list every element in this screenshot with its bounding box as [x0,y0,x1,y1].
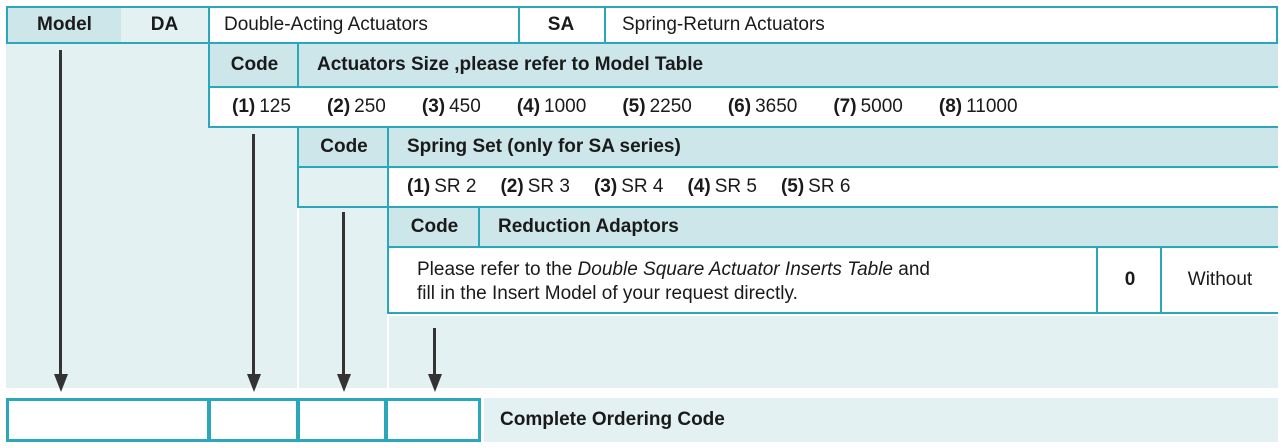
spring-option-value: SR 6 [808,176,851,197]
size-option-5: (5)2250 [622,96,692,118]
size-option-code: (4) [516,96,541,117]
size-option-code: (1) [232,96,256,117]
model-label: Model [6,6,123,44]
size-options-list: (1)125(2)250(3)450(4)1000(5)2250(6)3650(… [232,96,1054,118]
spring-empty-cell [297,168,389,208]
complete-ordering-code-label: Complete Ordering Code [484,398,1278,442]
size-option-value: 11000 [966,96,1018,117]
size-option-value: 2250 [649,96,692,117]
size-code-label: Code [208,44,299,88]
size-option-8: (8)11000 [939,96,1018,118]
size-option-value: 125 [259,96,291,117]
sa-description: Spring-Return Actuators [604,6,1278,44]
spring-options-list: (1)SR 2 (2)SR 3 (3)SR 4 (4)SR 5 (5)SR 6 [407,176,874,198]
spring-option-4: (4)SR 5 [687,176,756,198]
spring-option-value: SR 4 [621,176,664,197]
without-label: Without [1160,248,1278,314]
order-box-reduction[interactable] [385,398,481,442]
spring-option-1: (1)SR 2 [407,176,476,198]
left-fill-area [6,44,210,388]
order-box-size[interactable] [208,398,299,442]
spring-code-label: Code [297,128,389,168]
order-box-spring[interactable] [297,398,387,442]
reduction-desc-line1: Please refer to the Double Square Actuat… [417,259,930,280]
size-option-value: 5000 [860,96,903,117]
size-option-code: (6) [727,96,752,117]
arrow-model-shaft [59,50,62,376]
spring-option-code: (5) [780,176,805,197]
spring-option-code: (3) [593,176,618,197]
size-title: Actuators Size ,please refer to Model Ta… [297,44,1278,88]
size-option-7: (7)5000 [833,96,903,118]
arrow-reduction-shaft [433,328,436,376]
size-option-code: (8) [938,96,963,117]
size-option-1: (1)125 [232,96,291,118]
arrow-size-shaft [252,134,255,376]
size-option-value: 1000 [544,96,587,117]
sa-code: SA [518,6,606,44]
reduction-description: Please refer to the Double Square Actuat… [387,248,1098,314]
arrow-spring-head [337,374,351,392]
spring-option-code: (2) [500,176,524,197]
spring-option-value: SR 3 [527,176,570,197]
size-option-code: (3) [421,96,446,117]
spring-option-value: SR 5 [714,176,757,197]
arrow-spring-shaft [342,212,345,376]
reduction-title: Reduction Adaptors [478,208,1278,248]
arrow-reduction-head [428,374,442,392]
without-code: 0 [1096,248,1162,314]
reduction-bottom-fill [389,316,1278,388]
size-options-row: (1)125(2)250(3)450(4)1000(5)2250(6)3650(… [208,88,1278,128]
da-code: DA [121,6,210,44]
size-option-code: (7) [833,96,857,117]
reduction-code-label: Code [387,208,480,248]
size-option-value: 3650 [755,96,798,117]
size-option-4: (4)1000 [517,96,587,118]
size-option-6: (6)3650 [728,96,798,118]
spring-option-2: (2)SR 3 [500,176,569,198]
spring-option-code: (4) [687,176,711,197]
order-box-model[interactable] [6,398,210,442]
arrow-model-head [54,374,68,392]
size-option-code: (2) [326,96,351,117]
size-option-value: 250 [354,96,386,117]
spring-title: Spring Set (only for SA series) [387,128,1278,168]
size-option-code: (5) [622,96,646,117]
spring-option-code: (1) [407,176,431,197]
size-option-3: (3)450 [422,96,481,118]
spring-options-row: (1)SR 2 (2)SR 3 (3)SR 4 (4)SR 5 (5)SR 6 [387,168,1278,208]
da-description: Double-Acting Actuators [208,6,520,44]
reduction-desc-line2: fill in the Insert Model of your request… [417,283,798,304]
size-option-2: (2)250 [327,96,386,118]
spring-option-value: SR 2 [434,176,477,197]
spring-option-5: (5)SR 6 [781,176,850,198]
spring-option-3: (3)SR 4 [594,176,663,198]
arrow-size-head [247,374,261,392]
size-option-value: 450 [449,96,481,117]
